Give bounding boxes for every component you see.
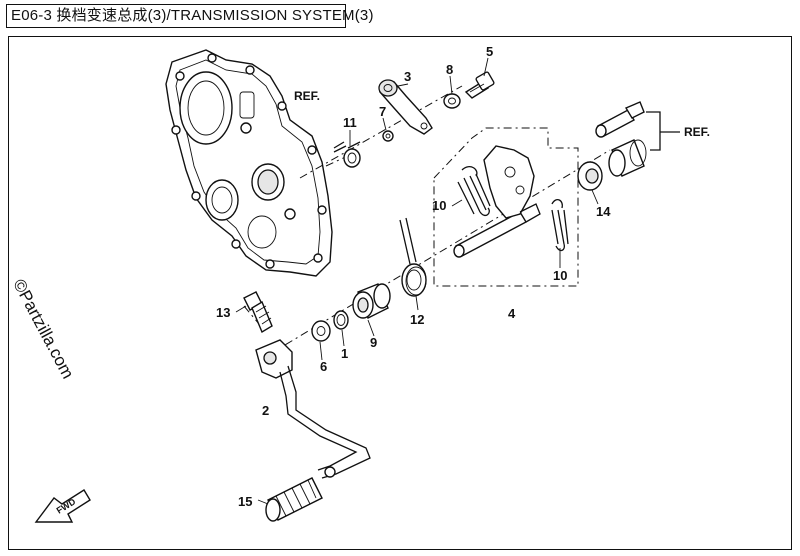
- oil-seal-14: [577, 161, 603, 191]
- washer-8: [443, 93, 461, 109]
- callout-3: 3: [404, 69, 412, 84]
- callout-13: 13: [216, 305, 231, 320]
- shift-arm-3: [378, 79, 433, 135]
- crankcase-cover: [165, 49, 333, 277]
- washer-6: [311, 320, 331, 342]
- ref-label-shaft: REF.: [684, 125, 711, 139]
- callout-10a: 10: [432, 198, 447, 213]
- shift-lever-2: [255, 339, 371, 479]
- pedal-rubber-15: [265, 477, 323, 522]
- callout-7: 7: [379, 104, 387, 119]
- spring-10-upper: [457, 166, 491, 216]
- circlip-1: [333, 310, 349, 330]
- callout-9: 9: [370, 335, 378, 350]
- callout-12: 12: [410, 312, 425, 327]
- callout-11: 11: [343, 115, 357, 130]
- callout-6: 6: [320, 359, 328, 374]
- diagram-frame: [8, 36, 792, 550]
- callout-5: 5: [486, 44, 494, 59]
- needle-bearing-ref: [608, 139, 647, 177]
- axis-shift-shaft: [269, 149, 611, 355]
- leader-lines: [235, 57, 599, 505]
- callout-14: 14: [596, 204, 611, 219]
- axis-bolt13: [243, 305, 265, 331]
- ref-label-cover: REF.: [294, 89, 321, 103]
- spring-10-lower: [551, 199, 569, 252]
- axis-upper: [299, 85, 463, 179]
- ref-bracket: [646, 111, 661, 151]
- callout-2: 2: [262, 403, 270, 418]
- bolt-13: [243, 291, 273, 334]
- fwd-arrow-icon: [34, 489, 91, 523]
- callout-4: 4: [508, 306, 516, 321]
- shaft-ref: [595, 101, 645, 138]
- callout-15: 15: [238, 494, 253, 509]
- diagram-title: E06-3 换档变速总成(3)/TRANSMISSION SYSTEM(3): [6, 4, 373, 28]
- assembly-4-boundary: [433, 127, 579, 287]
- bushing-9: [352, 283, 391, 319]
- spring-11: [333, 141, 361, 168]
- bolt-5: [464, 71, 495, 99]
- callout-10b: 10: [553, 268, 568, 283]
- callout-1: 1: [341, 346, 349, 361]
- shift-shaft-4: [453, 145, 541, 258]
- ring-7: [382, 130, 394, 142]
- spring-12: [399, 217, 427, 297]
- callout-8: 8: [446, 62, 454, 77]
